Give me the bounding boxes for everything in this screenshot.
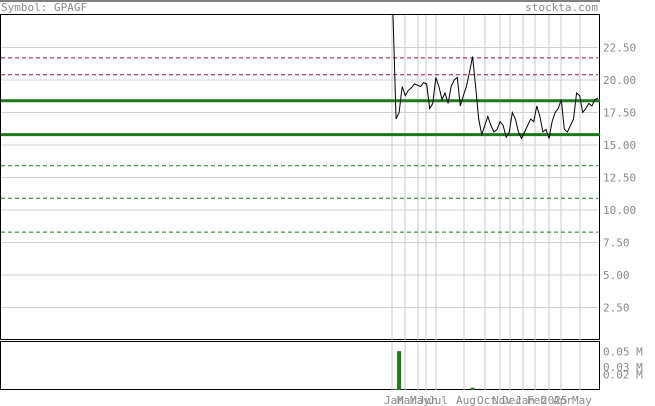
price-tick-label: 10.00: [603, 204, 636, 217]
price-series: [392, 14, 599, 140]
volume-bar: [470, 387, 475, 390]
volume-bar: [397, 351, 402, 390]
x-tick-label: Jan: [384, 394, 404, 406]
vertical-grid: [391, 15, 581, 390]
x-tick-label: 2025: [541, 394, 568, 406]
horizontal-grid: [1, 47, 598, 308]
price-tick-label: 12.50: [603, 172, 636, 185]
x-tick-label: Nov: [492, 394, 512, 406]
x-tick-label: May: [572, 394, 592, 406]
price-axis-labels: 22.50 20.00 17.50 15.00 12.50 10.00 7.50 5.00 2.…: [603, 42, 636, 315]
symbol-label: Symbol: GPAGF: [1, 1, 87, 14]
x-tick-label: May: [410, 394, 430, 406]
price-tick-label: 2.50: [603, 302, 630, 315]
x-tick-label: Feb: [527, 394, 547, 406]
price-tick-label: 5.00: [603, 269, 630, 282]
price-tick-label: 22.50: [603, 42, 636, 55]
x-tick-label: Jun: [418, 394, 438, 406]
x-tick-label: Oct: [477, 394, 497, 406]
volume-bars: [394, 351, 475, 390]
volume-tick-label: 0.03 M: [603, 361, 643, 374]
site-label: stockta.com: [525, 1, 598, 14]
x-tick-label: Jul: [428, 394, 448, 406]
x-tick-label: Dec: [502, 394, 522, 406]
price-tick-label: 20.00: [603, 74, 636, 87]
level-lines: [1, 57, 600, 233]
volume-tick-label: 0.05 M: [603, 346, 643, 359]
price-panel-frame: [0, 14, 600, 340]
price-tick-label: 15.00: [603, 139, 636, 152]
x-tick-label: Apr: [553, 394, 573, 406]
price-line: [392, 14, 599, 140]
x-tick-label: Mar: [397, 394, 417, 406]
price-tick-label: 17.50: [603, 107, 636, 120]
volume-bar: [394, 388, 399, 390]
volume-panel-frame: [0, 341, 600, 390]
volume-axis-labels: 0.05 M 0.03 M0.02 M: [603, 346, 643, 382]
x-tick-label: Aug: [456, 394, 476, 406]
volume-tick-label: 0.02 M: [603, 369, 643, 382]
price-tick-label: 7.50: [603, 237, 630, 250]
x-tick-label: Jan: [515, 394, 535, 406]
